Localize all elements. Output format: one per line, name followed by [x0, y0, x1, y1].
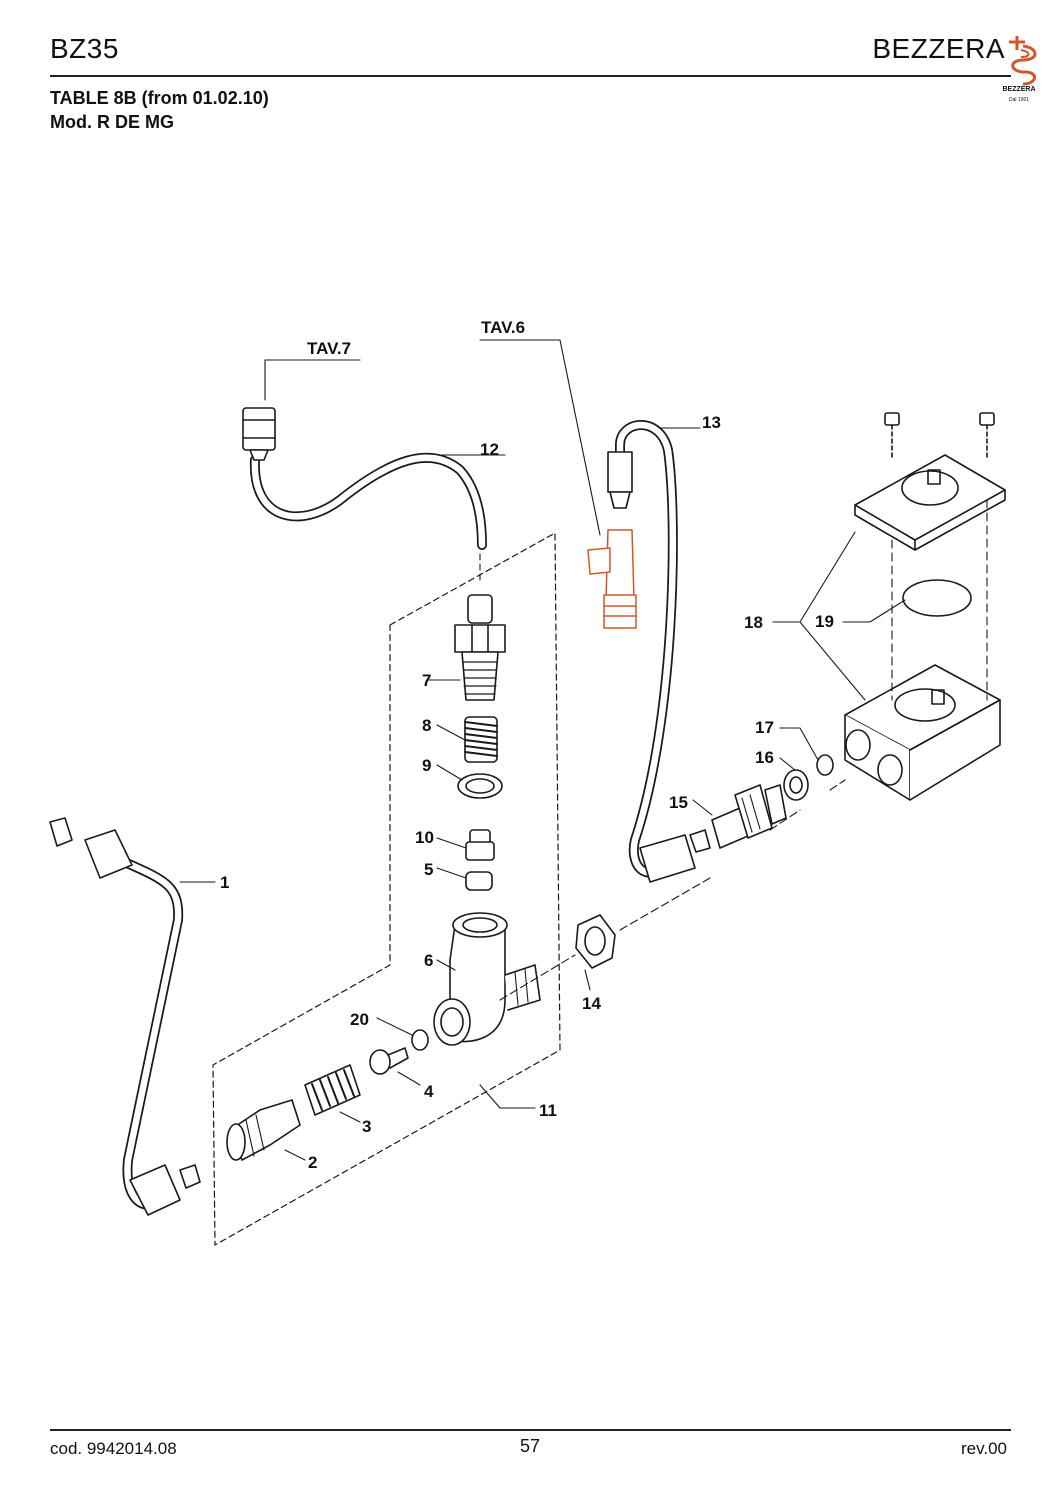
callout-2: 2 [308, 1153, 317, 1172]
spring-3 [304, 1064, 361, 1116]
document-code: cod. 9942014.08 [50, 1439, 177, 1458]
logo-tagline: Dal 1901 [1008, 97, 1029, 103]
fitting-7 [454, 594, 506, 701]
revision-label: rev.00 [961, 1439, 1007, 1458]
callout-10: 10 [415, 828, 434, 847]
callout-9: 9 [422, 756, 431, 775]
tee-6 [433, 912, 541, 1046]
oring-19 [902, 579, 972, 617]
callout-16: 16 [755, 748, 774, 767]
valve-4 [369, 1047, 409, 1075]
header-divider [50, 75, 1011, 77]
callout-19: 19 [815, 612, 834, 631]
model-name: BZ35 [50, 33, 119, 64]
page-title: TABLE 8B (from 01.02.10) Mod. R DE MG [50, 86, 269, 134]
callout-20: 20 [350, 1010, 369, 1029]
pipe-1 [49, 817, 201, 1216]
logo-wordmark: BEZZERA [1002, 86, 1036, 93]
fitting-2 [226, 1099, 301, 1161]
callout-6: 6 [424, 951, 433, 970]
callout-17: 17 [755, 718, 774, 737]
title-model: Mod. R DE MG [50, 112, 174, 132]
pipe-12 [242, 407, 487, 550]
callout-8: 8 [422, 716, 431, 735]
ref-tav6: TAV.6 [481, 318, 525, 337]
page-number: 57 [519, 1436, 541, 1456]
nut-14 [575, 914, 616, 969]
assembly-boundary [212, 532, 561, 1246]
callout-13: 13 [702, 413, 721, 432]
callout-11: 11 [539, 1101, 557, 1120]
fitting-15 [711, 784, 787, 849]
washer-9 [457, 773, 503, 799]
oring-20 [411, 1029, 429, 1051]
callout-7: 7 [422, 671, 431, 690]
bezzera-logo [1009, 36, 1037, 86]
ref-tav7: TAV.7 [307, 339, 351, 358]
callout-12: 12 [480, 440, 499, 459]
callout-14: 14 [582, 994, 601, 1013]
callout-4: 4 [424, 1082, 434, 1101]
part-16 [783, 769, 809, 801]
callout-15: 15 [669, 793, 688, 812]
part-5 [465, 871, 493, 891]
oring-17 [816, 754, 834, 776]
block-18 [844, 412, 1006, 801]
callout-5: 5 [424, 860, 433, 879]
title-table: TABLE 8B (from 01.02.10) [50, 88, 269, 108]
callout-18: 18 [744, 613, 763, 632]
pipe-13 [607, 420, 711, 883]
tee-highlight [587, 529, 637, 629]
brand-name: BEZZERA [872, 33, 1005, 64]
callout-3: 3 [362, 1117, 371, 1136]
spring-8 [464, 716, 498, 763]
part-10 [465, 829, 495, 861]
footer-divider [50, 1429, 1011, 1431]
callout-1: 1 [220, 873, 229, 892]
